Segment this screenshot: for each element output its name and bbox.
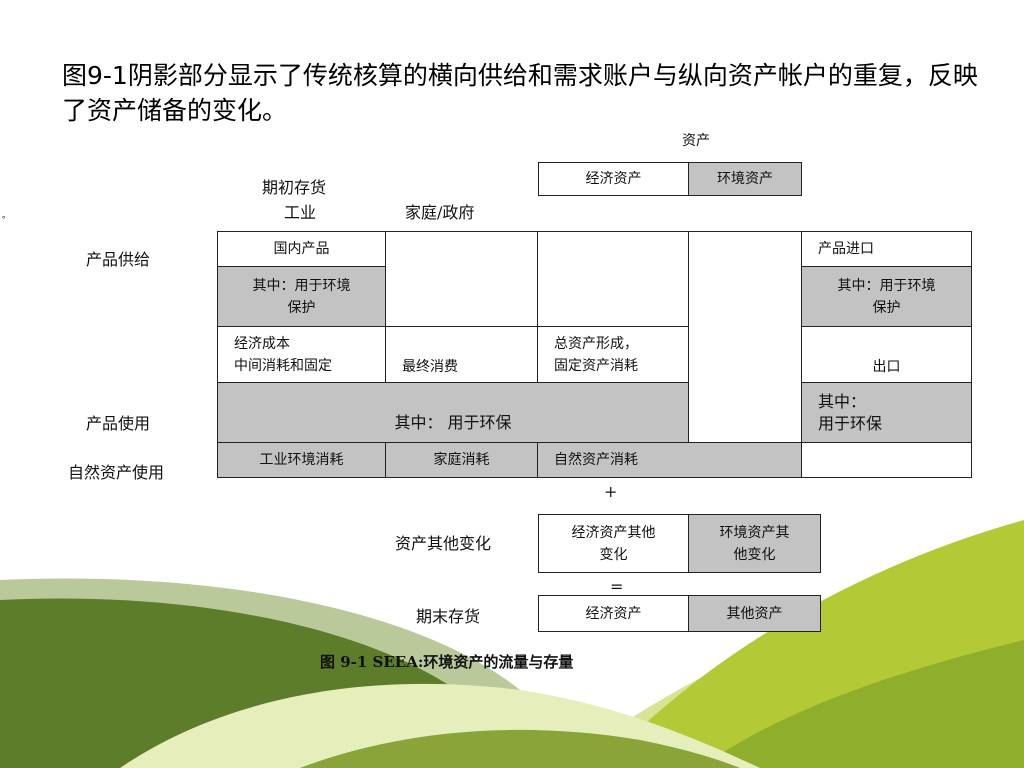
cell-blank-env bbox=[688, 231, 802, 443]
figure-caption: 图 9-1 SEEA:环境资产的流量与存量 bbox=[320, 653, 574, 671]
wave-bottom-dark bbox=[300, 729, 740, 768]
row-label-product-use: 产品使用 bbox=[86, 414, 151, 433]
wave-mid-right bbox=[700, 640, 1024, 768]
cell-env-use-wide: 其中： 用于环保 bbox=[217, 382, 689, 443]
cell-household-consumption: 家庭消耗 bbox=[385, 442, 538, 478]
equals-sign: = bbox=[610, 577, 624, 596]
row-label-natural-asset-use: 自然资产使用 bbox=[68, 463, 165, 482]
cell-natural-asset-consumption: 自然资产消耗 bbox=[537, 442, 802, 478]
slide-title: 图9-1阴影部分显示了传统核算的横向供给和需求账户与纵向资产帐户的重复，反映了资… bbox=[62, 61, 978, 125]
opening-econ-assets: 经济资产 bbox=[538, 162, 689, 196]
plus-sign: + bbox=[604, 482, 618, 501]
row-label-closing-stock: 期末存货 bbox=[416, 607, 481, 626]
industry-label: 工业 bbox=[284, 203, 317, 222]
cell-closing-other-assets: 其他资产 bbox=[688, 595, 821, 632]
row-label-product-supply: 产品供给 bbox=[86, 250, 151, 269]
cell-export: 出口 bbox=[801, 326, 972, 383]
stray-mark: 。 bbox=[2, 211, 12, 221]
row-label-other-changes: 资产其他变化 bbox=[395, 534, 492, 553]
cell-final-consumption: 最终消费 bbox=[385, 326, 538, 383]
cell-other-env-changes: 环境资产其 他变化 bbox=[688, 514, 821, 573]
cell-blank-last bbox=[801, 442, 972, 478]
cell-industry-env-consumption: 工业环境消耗 bbox=[217, 442, 386, 478]
cell-blank-econ bbox=[537, 231, 689, 327]
assets-header: 资产 bbox=[682, 133, 710, 149]
cell-econ-cost: 经济成本 中间消耗和固定 bbox=[217, 326, 386, 383]
cell-env-use-right: 其中： 用于环保 bbox=[801, 382, 972, 443]
cell-env-protect-domestic: 其中：用于环境 保护 bbox=[217, 266, 386, 327]
household-gov-label: 家庭/政府 bbox=[405, 203, 475, 222]
cell-env-protect-import: 其中：用于环境 保护 bbox=[801, 266, 972, 327]
cell-blank-household bbox=[385, 231, 538, 327]
cell-closing-econ-assets: 经济资产 bbox=[538, 595, 689, 632]
cell-other-econ-changes: 经济资产其他 变化 bbox=[538, 514, 689, 573]
cell-product-import: 产品进口 bbox=[801, 231, 972, 267]
opening-env-assets: 环境资产 bbox=[688, 162, 802, 196]
cell-capital-formation: 总资产形成， 固定资产消耗 bbox=[537, 326, 689, 383]
opening-stock-label: 期初存货 bbox=[262, 178, 327, 197]
cell-domestic-product: 国内产品 bbox=[217, 231, 386, 267]
